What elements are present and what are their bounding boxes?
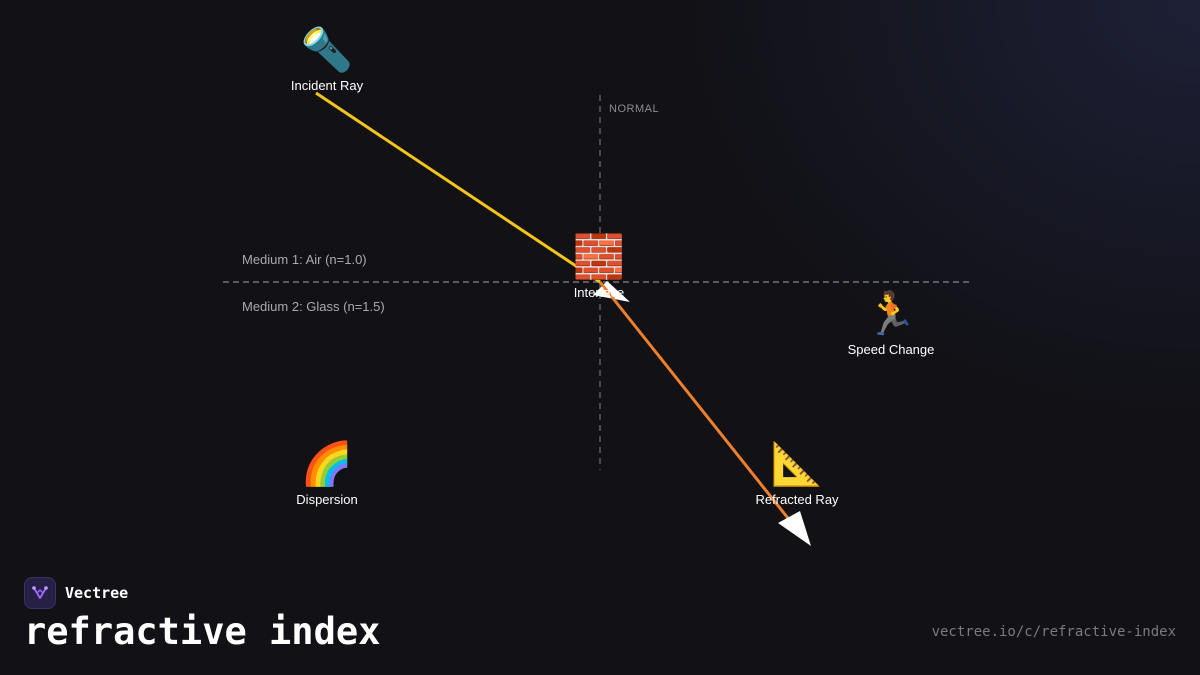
triangular-ruler-icon: 📐 bbox=[770, 439, 824, 488]
interface-node: 🧱 Interface bbox=[573, 233, 625, 301]
dispersion-node: 🌈 Dispersion bbox=[296, 440, 357, 508]
refracted-ray-node: 📐 Refracted Ray bbox=[755, 440, 838, 508]
speed-change-node: 🏃 Speed Change bbox=[848, 290, 935, 358]
brand[interactable]: Vectree bbox=[24, 577, 128, 609]
medium-air-label: Medium 1: Air (n=1.0) bbox=[242, 252, 367, 267]
rainbow-icon: 🌈 bbox=[300, 439, 354, 488]
medium-glass-label: Medium 2: Glass (n=1.5) bbox=[242, 299, 385, 314]
runner-icon: 🏃 bbox=[864, 289, 918, 338]
incident-ray-label: Incident Ray bbox=[290, 78, 364, 93]
page-url[interactable]: vectree.io/c/refractive-index bbox=[931, 624, 1176, 640]
dispersion-label: Dispersion bbox=[296, 492, 358, 507]
refracted-ray-line bbox=[598, 281, 797, 528]
interface-label: Interface bbox=[573, 285, 625, 300]
refracted-ray-arrowhead bbox=[778, 511, 811, 546]
speed-change-label: Speed Change bbox=[847, 342, 935, 357]
incident-ray-line bbox=[315, 91, 601, 284]
vectree-logo-icon bbox=[24, 577, 56, 609]
brand-name: Vectree bbox=[65, 584, 129, 602]
incident-ray-node: 🔦 Incident Ray bbox=[291, 26, 363, 94]
refracted-ray-label: Refracted Ray bbox=[755, 492, 839, 507]
page-title: refractive index bbox=[24, 610, 381, 653]
flashlight-icon: 🔦 bbox=[300, 25, 354, 74]
normal-label: NORMAL bbox=[609, 103, 660, 115]
brick-wall-icon: 🧱 bbox=[572, 232, 626, 281]
